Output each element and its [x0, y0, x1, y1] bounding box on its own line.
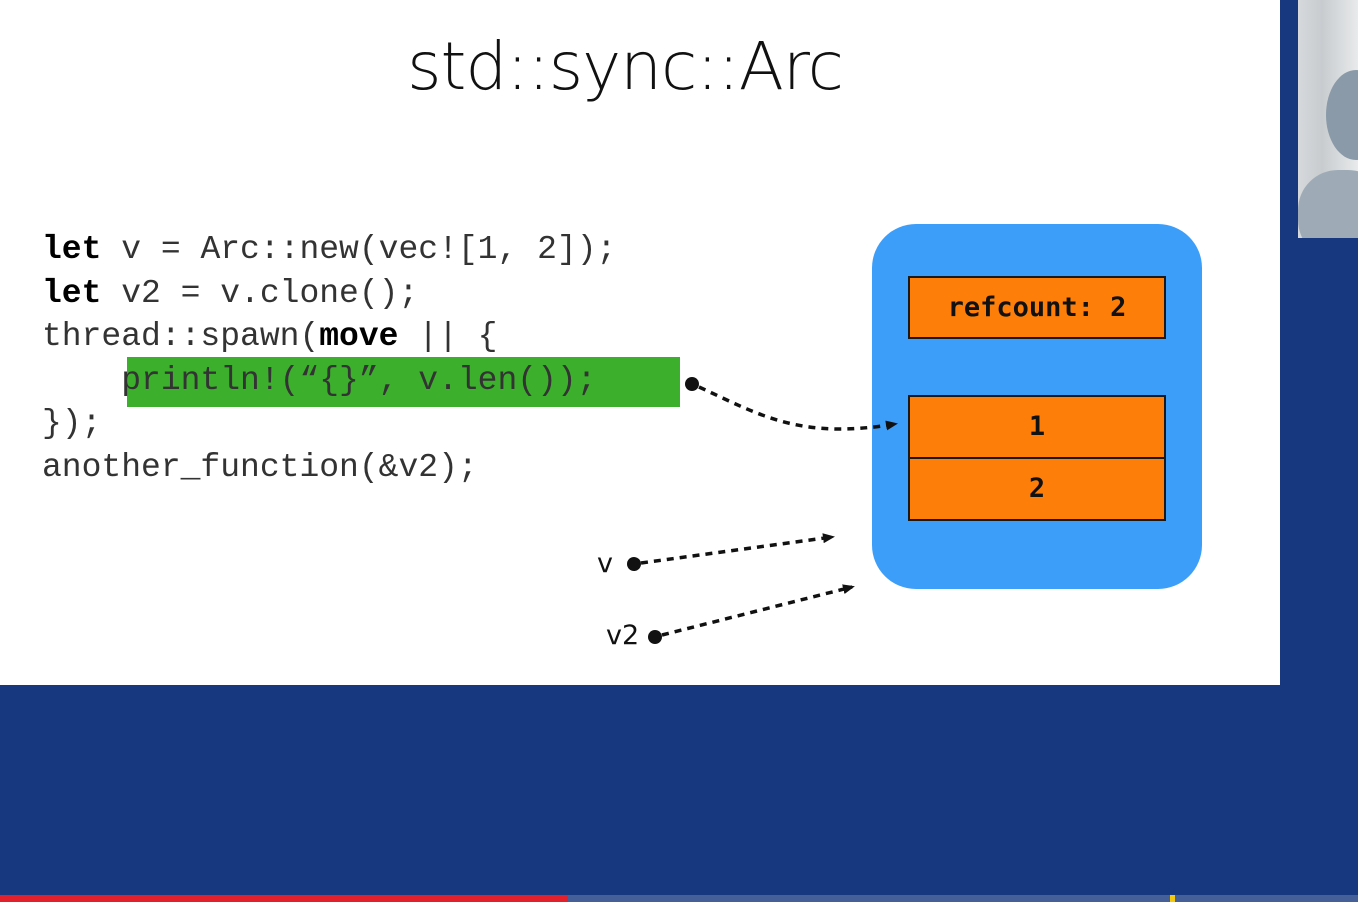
code-block: let v = Arc::new(vec![1, 2]);let v2 = v.…	[42, 228, 616, 490]
code-text: another_function(&v2);	[42, 448, 478, 486]
code-line: let v = Arc::new(vec![1, 2]);	[42, 228, 616, 272]
code-keyword: let	[42, 231, 102, 268]
var-label-v: v	[597, 548, 613, 579]
refcount-cell: refcount: 2	[908, 276, 1166, 339]
vec-element-value: 2	[1028, 473, 1046, 504]
video-progress-marker	[1170, 895, 1175, 902]
code-highlight	[127, 357, 680, 407]
presenter-video-thumbnail	[1298, 0, 1358, 238]
v-pointer-arrow	[627, 533, 835, 571]
video-progress-fill	[0, 895, 568, 902]
code-text: v2 = v.clone();	[101, 274, 419, 312]
code-keyword: move	[319, 318, 399, 356]
code-line: });	[42, 402, 616, 446]
code-text: println!(“{}”, v.len());	[42, 361, 597, 399]
code-text: thread::spawn(	[42, 318, 320, 356]
vec-element-value: 1	[1028, 411, 1046, 442]
video-progress-bar[interactable]	[0, 895, 1358, 902]
slide-title: std::sync::Arc	[407, 28, 844, 105]
code-text: v = Arc::new(vec![1, 2]);	[101, 231, 617, 268]
refcount-label: refcount: 2	[947, 292, 1127, 323]
code-line: another_function(&v2);	[42, 446, 616, 490]
code-text: });	[42, 405, 102, 443]
code-line: let v2 = v.clone();	[42, 272, 616, 316]
v2-pointer-arrow	[648, 584, 855, 644]
code-line: println!(“{}”, v.len());	[42, 359, 616, 403]
code-text: || {	[398, 318, 498, 356]
code-line: thread::spawn(move || {	[42, 315, 616, 359]
closure-pointer-arrow	[685, 377, 898, 431]
slide: std::sync::Arc let v = Arc::new(vec![1, …	[0, 0, 1280, 685]
code-keyword: let	[42, 274, 102, 312]
var-label-v2: v2	[606, 620, 640, 651]
vec-element-cell: 2	[908, 457, 1166, 521]
